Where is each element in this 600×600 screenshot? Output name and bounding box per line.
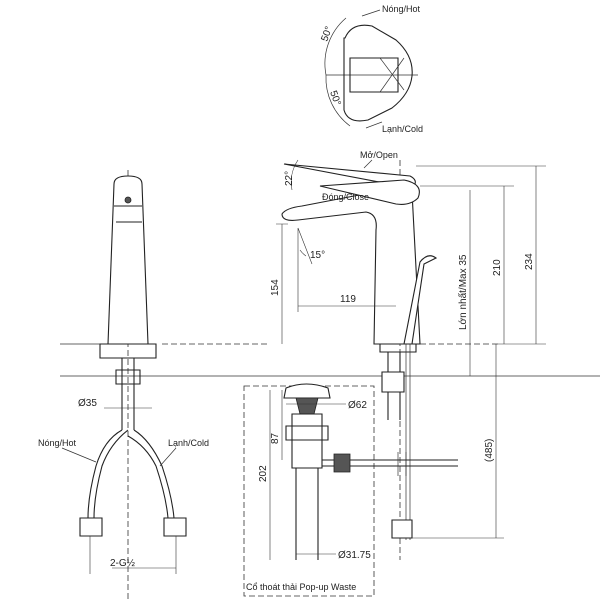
drain-flange xyxy=(283,383,331,399)
drain-202-text: 202 xyxy=(258,465,269,482)
hot-front-label: Nóng/Hot xyxy=(38,438,77,448)
side-body xyxy=(281,189,421,345)
close-label: Đóng/Close xyxy=(322,192,369,202)
body-dia-text: Ø35 xyxy=(78,398,97,409)
handle-top-diag-2 xyxy=(379,57,405,93)
height-234-text: 234 xyxy=(524,253,535,270)
spout-height-dim xyxy=(276,223,288,344)
height-210-dim xyxy=(420,185,514,344)
angle-hot-text: 50° xyxy=(319,25,335,43)
height-234-dim xyxy=(416,165,546,345)
cold-hose-fitting xyxy=(163,517,187,537)
drain-body xyxy=(291,413,323,469)
drain-pipe xyxy=(295,468,319,560)
hot-hose xyxy=(87,429,129,519)
front-view: Ø35 Nóng/Hot Lạnh/Cold 2-G½ xyxy=(38,170,600,600)
pivot-nut xyxy=(333,453,351,473)
hot-leader-front xyxy=(61,447,97,463)
spout-height-text: 154 xyxy=(270,279,281,296)
drain-stopper xyxy=(295,397,319,415)
spout-reach-text: 119 xyxy=(340,294,356,305)
hot-arc xyxy=(324,17,347,76)
spout-angle-dim xyxy=(297,227,313,268)
top-view: 50° 50° Nóng/Hot Lạnh/Cold xyxy=(319,4,423,134)
max-lift-text: Lớn nhất/Max 35 xyxy=(457,254,469,330)
lever-close xyxy=(319,179,420,205)
drain-length-dim xyxy=(412,344,504,539)
open-label: Mở/Open xyxy=(360,150,398,160)
hot-hose-fitting xyxy=(79,517,103,537)
rod-vertical xyxy=(405,344,411,540)
drain-pipe-dia-text: Ø31.75 xyxy=(338,550,371,561)
cold-front-label: Lạnh/Cold xyxy=(168,438,209,448)
popup-waste-label: Cổ thoát thải Pop-up Waste xyxy=(246,582,356,592)
cold-arc xyxy=(325,74,351,127)
front-body xyxy=(107,175,149,345)
side-view: 22° 15° Mở/Open Đóng/Close 154 119 Lớn n… xyxy=(162,150,546,560)
front-shank-nut xyxy=(115,369,141,385)
cold-hose xyxy=(127,429,175,519)
popup-rod xyxy=(403,255,438,345)
front-deck xyxy=(99,343,157,359)
thread-dim xyxy=(89,536,177,574)
drain-87-text: 87 xyxy=(270,432,281,444)
side-shank-nut xyxy=(381,371,405,393)
detail-frame xyxy=(243,385,375,597)
angle-cold-text: 50° xyxy=(327,89,343,107)
cold-leader xyxy=(365,121,383,129)
side-hose-fitting xyxy=(391,519,413,539)
handle-top-inner xyxy=(349,57,399,93)
drain-dia-text: Ø62 xyxy=(348,400,367,411)
handle-top-diag-1 xyxy=(379,57,405,91)
drain-nut xyxy=(285,425,329,441)
pivot-clip xyxy=(397,452,407,476)
lever-angle-text: 22° xyxy=(284,171,295,186)
front-indicator-icon xyxy=(124,196,132,204)
open-leader xyxy=(363,159,373,169)
hot-top-label: Nóng/Hot xyxy=(382,4,421,14)
lever-angle-dim xyxy=(291,159,299,191)
spout-reach-dim xyxy=(297,268,396,312)
popup-waste-detail: Ø62 87 202 Ø31.75 Cổ thoát thải Pop-up W… xyxy=(243,383,458,597)
hot-leader xyxy=(361,9,381,17)
side-deck xyxy=(379,343,417,353)
cold-top-label: Lạnh/Cold xyxy=(382,124,423,134)
thread-text: 2-G½ xyxy=(110,558,136,569)
cold-leader-front xyxy=(159,447,177,467)
spout-angle-text: 15° xyxy=(310,250,325,261)
drain-length-text: (485) xyxy=(484,439,495,462)
handle-top-outline xyxy=(343,24,413,122)
height-210-text: 210 xyxy=(492,259,503,276)
